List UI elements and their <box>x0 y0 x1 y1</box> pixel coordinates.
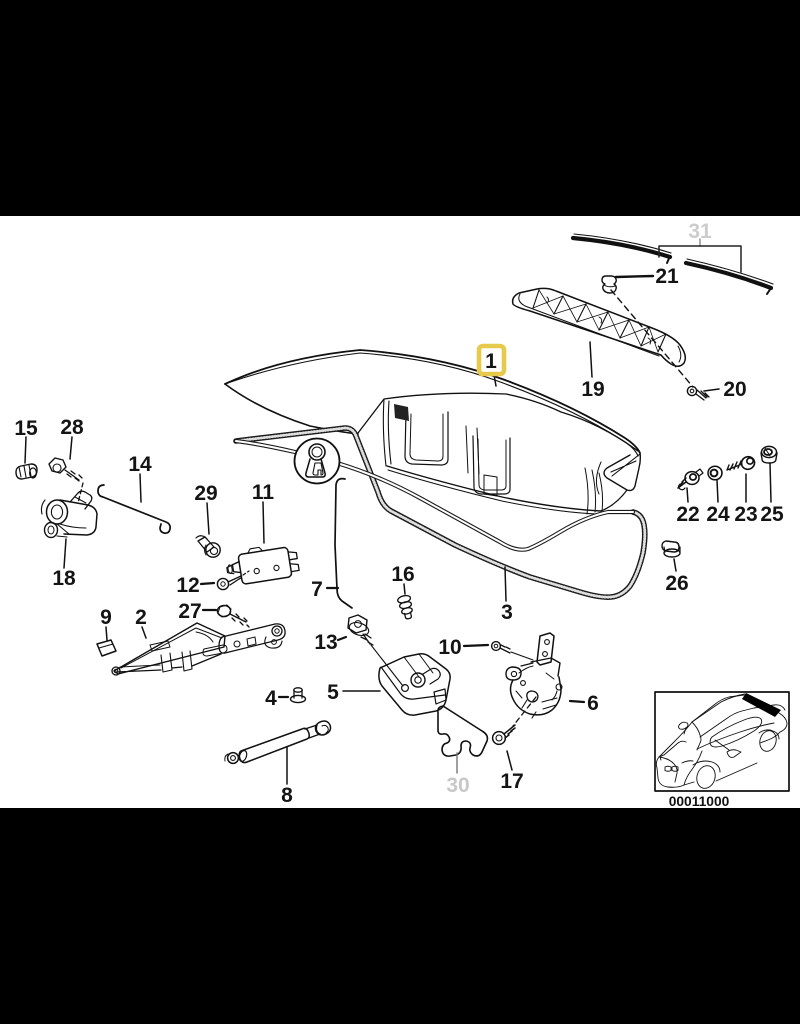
svg-text:12: 12 <box>176 574 199 597</box>
svg-text:31: 31 <box>688 220 712 243</box>
svg-text:16: 16 <box>391 563 414 586</box>
svg-text:2: 2 <box>135 606 147 629</box>
svg-text:8: 8 <box>281 784 293 807</box>
svg-text:4: 4 <box>265 687 277 710</box>
svg-text:17: 17 <box>500 770 523 793</box>
svg-text:14: 14 <box>128 453 152 476</box>
svg-text:21: 21 <box>655 265 679 288</box>
svg-text:00011000: 00011000 <box>669 794 730 809</box>
svg-text:28: 28 <box>60 416 84 439</box>
svg-text:5: 5 <box>327 681 339 704</box>
svg-text:6: 6 <box>587 692 599 715</box>
svg-text:1: 1 <box>485 350 497 373</box>
svg-text:23: 23 <box>734 503 757 526</box>
svg-text:18: 18 <box>52 567 76 590</box>
svg-text:11: 11 <box>252 481 275 504</box>
svg-text:19: 19 <box>581 378 604 401</box>
svg-text:3: 3 <box>501 601 513 624</box>
svg-text:29: 29 <box>194 482 217 505</box>
svg-text:27: 27 <box>178 600 201 623</box>
svg-text:25: 25 <box>760 503 784 526</box>
svg-text:13: 13 <box>314 631 337 654</box>
svg-text:22: 22 <box>676 503 699 526</box>
svg-text:10: 10 <box>438 636 461 659</box>
svg-text:7: 7 <box>311 578 323 601</box>
svg-text:24: 24 <box>706 503 730 526</box>
svg-text:9: 9 <box>100 606 112 629</box>
svg-text:20: 20 <box>723 378 746 401</box>
svg-text:15: 15 <box>14 417 38 440</box>
svg-text:30: 30 <box>446 774 469 797</box>
svg-text:26: 26 <box>665 572 688 595</box>
